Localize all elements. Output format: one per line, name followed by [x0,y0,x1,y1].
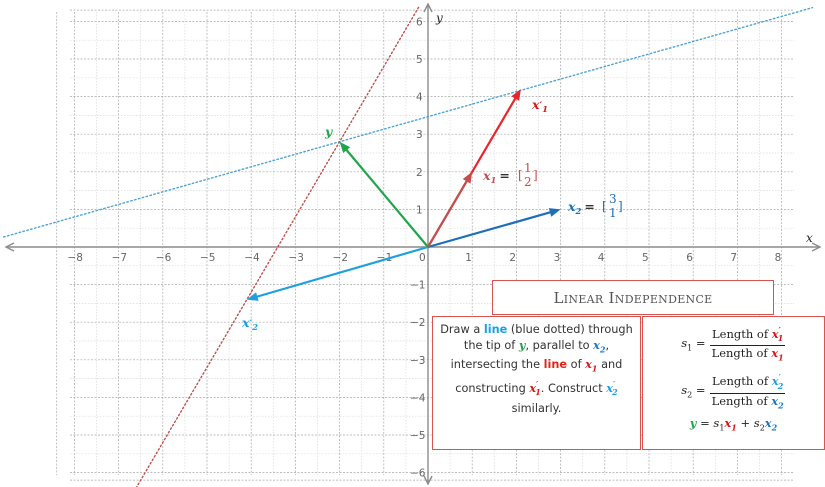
instr-text: . Construct [540,381,607,395]
svg-text:1: 1 [609,206,617,220]
label-x2-prime: x′2 [241,315,258,333]
y-tick-label: −5 [410,430,425,442]
svg-text:2: 2 [524,175,532,189]
red-line-word: line [543,358,568,372]
x-tick-label: −2 [333,252,348,264]
vector-x1-head [462,171,473,184]
x1-prime-symbol: x′1 [529,379,541,398]
x-tick-label: 4 [598,252,605,264]
x-tick-label: 6 [686,252,693,264]
title-box: Linear Independence [492,280,774,315]
y-tick-label: 4 [416,92,423,104]
red-dotted-line [135,5,420,487]
instr-text: and constructing [455,358,623,395]
x-tick-label: −5 [200,252,215,264]
vector-x2-prime [255,245,429,299]
construction-lines [2,5,814,487]
y-tick-label: −4 [410,392,426,404]
x-tick-label: 7 [730,252,737,264]
svg-text:3: 3 [609,192,617,206]
svg-text:x2=: x2= [567,199,595,217]
instr-text: , intersecting the [450,338,610,372]
axes [4,2,822,486]
x2-prime-symbol: x′2 [606,379,618,398]
svg-text:[: [ [602,199,607,213]
vector-x2-prime-head [246,292,259,301]
y-symbol: y [518,337,526,352]
label-y: y [324,124,333,139]
blue-dotted-line [2,6,814,238]
y-tick-label: −3 [410,355,425,367]
instr-text: Draw a [440,323,484,336]
formula-s2: s2 = Length of x′2 Length of x2 [681,372,786,410]
svg-text:]: ] [618,199,623,213]
x-tick-label: 0 [419,252,426,264]
x-tick-label: −8 [67,252,82,264]
x-axis-arrow-left [4,242,15,252]
y-tick-label: 5 [416,54,423,66]
svg-text:1: 1 [524,161,532,175]
x-tick-label: −6 [156,252,172,264]
y-tick-label: −6 [410,468,426,480]
x1-symbol: x1 [585,357,598,374]
y-tick-label: 2 [416,167,423,179]
vector-x1-prime-head [511,89,521,101]
instr-text: of [567,358,586,372]
label-x1-prime: x′1 [531,97,548,115]
x-tick-label: 8 [775,252,782,264]
diagram-title: Linear Independence [553,288,713,307]
formula-s1: s1 = Length of x′1 Length of x1 [681,325,786,363]
y-tick-label: 1 [416,204,423,216]
label-x2: x2= [ 3 1 ] [567,192,623,220]
y-tick-label: −2 [410,317,425,329]
y-axis-arrow-up [423,2,433,13]
x-tick-label: −7 [112,252,127,264]
x2-symbol: x2 [593,337,606,354]
vector-y-head [339,141,351,154]
formula-box: s1 = Length of x′1 Length of x1 s2 = Len… [642,316,825,450]
label-x1: x1= [ 1 2 ] [482,161,538,189]
formula-y: y = s1x1 + s2x2 [689,415,778,433]
y-tick-label: −1 [410,280,425,292]
y-tick-label: 6 [416,16,423,28]
x-axis-label: x [806,231,813,245]
svg-text:]: ] [533,168,538,182]
y-axis-arrow-down [423,475,433,486]
x-tick-label: 1 [465,252,472,264]
vector-x2 [427,210,553,249]
instr-text: similarly. [511,401,562,415]
instr-text: , parallel to [525,338,594,352]
instr-text: (blue dotted) through the tip of [463,323,633,352]
svg-text:x1=: x1= [482,168,510,186]
x-tick-label: −3 [288,252,303,264]
vector-x2-head [548,208,561,217]
y-tick-label: 3 [416,129,423,141]
instructions-box: Draw a line (blue dotted) through the ti… [432,316,641,450]
blue-line-word: line [483,323,508,336]
x-tick-label: −4 [244,252,260,264]
x-tick-label: 2 [509,252,516,264]
vector-labels: x y y x′1 x′2 x1= [ 1 2 ] x2= [ 3 1 ] [241,11,813,333]
svg-text:[: [ [518,168,523,182]
x-tick-label: 3 [554,252,561,264]
x-axis-arrow-right [811,242,822,252]
x-tick-label: 5 [642,252,649,264]
vector-x1 [427,179,469,248]
vector-y [344,147,429,248]
y-axis-label: y [435,11,443,25]
vectors [246,89,561,301]
